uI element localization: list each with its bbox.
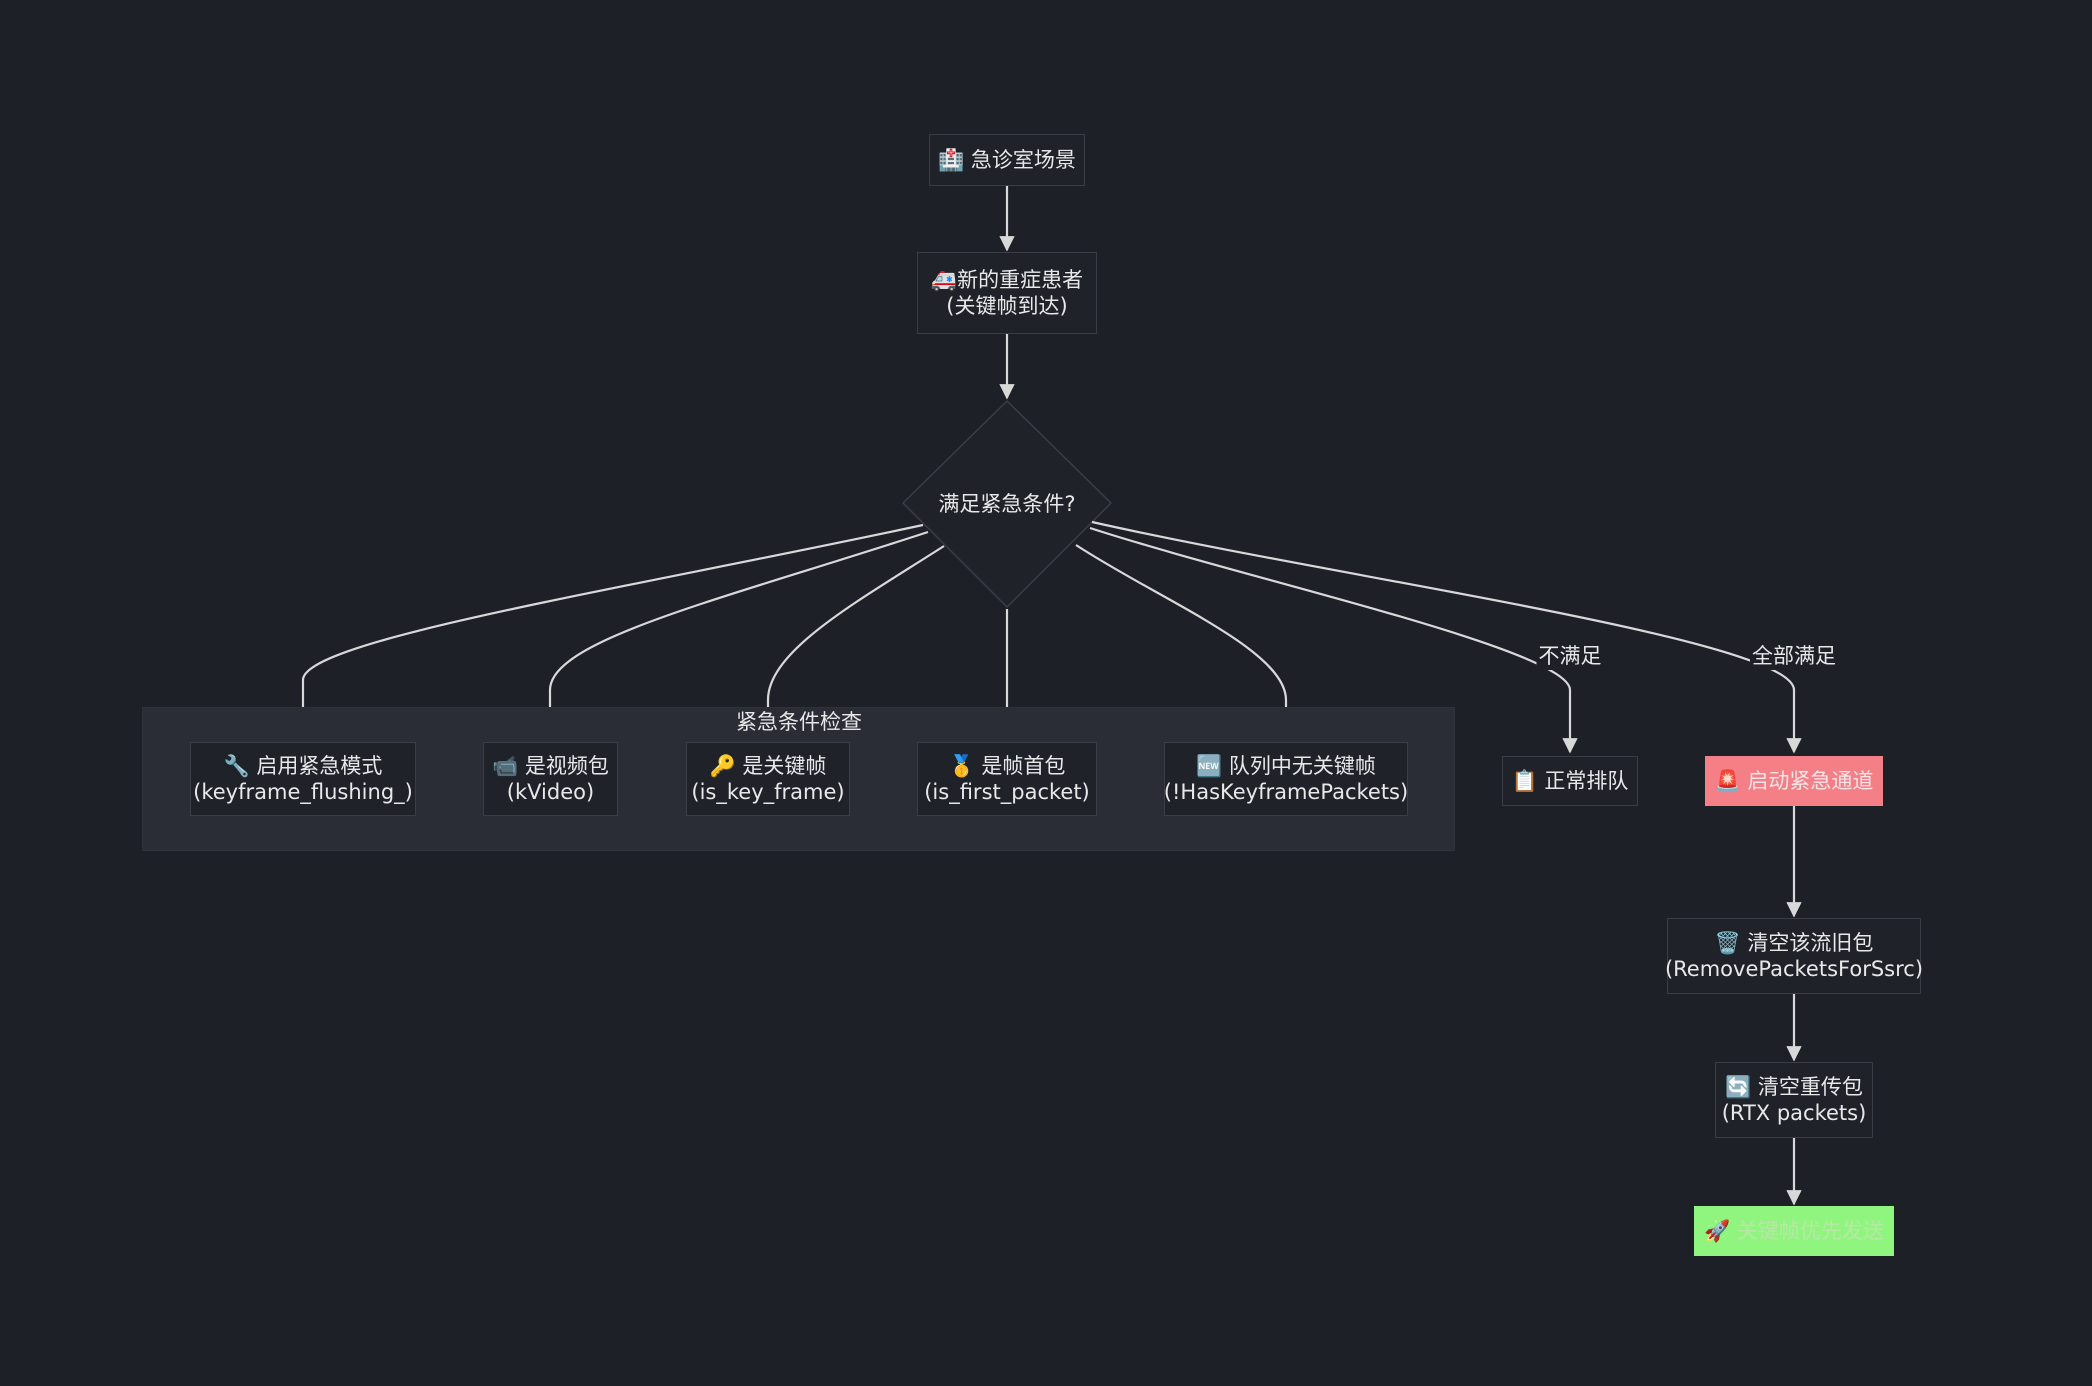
clipboard-icon: 📋 bbox=[1511, 769, 1538, 793]
edge-label-not-met: 不满足 bbox=[1536, 640, 1604, 670]
node-label: 是帧首包 bbox=[981, 754, 1066, 778]
node-normal-queue[interactable]: 📋 正常排队 bbox=[1502, 756, 1638, 806]
node-keyframe-priority-send[interactable]: 🚀 关键帧优先发送 bbox=[1694, 1206, 1894, 1256]
decision-diamond bbox=[901, 399, 1113, 609]
node-sublabel: (RTX packets) bbox=[1721, 1101, 1867, 1125]
decision-label[interactable]: 满足紧急条件? bbox=[938, 492, 1076, 516]
node-label: 启用紧急模式 bbox=[256, 754, 383, 778]
node-sublabel: (is_first_packet) bbox=[924, 780, 1090, 804]
node-label: 启动紧急通道 bbox=[1747, 769, 1874, 793]
node-label: 新的重症患者 bbox=[957, 268, 1084, 292]
node-label: 急诊室场景 bbox=[970, 148, 1076, 172]
siren-icon: 🚨 bbox=[1714, 769, 1741, 793]
medal-icon: 🥇 bbox=[948, 754, 975, 778]
edge-decision-to-key bbox=[760, 545, 945, 740]
wrench-icon: 🔧 bbox=[223, 754, 250, 778]
node-cond-keyframe[interactable]: 🔑 是关键帧 (is_key_frame) bbox=[686, 742, 850, 816]
edge-decision-to-nokey bbox=[1075, 544, 1294, 740]
node-sublabel: (RemovePacketsForSsrc) bbox=[1664, 957, 1924, 981]
node-sublabel: (kVideo) bbox=[506, 780, 595, 804]
group-title: 紧急条件检查 bbox=[736, 710, 862, 734]
node-sublabel: (!HasKeyframePackets) bbox=[1163, 780, 1409, 804]
node-cond-flush[interactable]: 🔧 启用紧急模式 (keyframe_flushing_) bbox=[190, 742, 416, 816]
edge-decision-to-normal bbox=[1089, 526, 1578, 754]
hospital-icon: 🏥 bbox=[938, 148, 965, 172]
node-label: 关键帧优先发送 bbox=[1736, 1219, 1884, 1243]
node-sublabel: (关键帧到达) bbox=[946, 294, 1068, 318]
ambulance-icon: 🚑 bbox=[930, 268, 958, 292]
node-label: 正常排队 bbox=[1544, 769, 1629, 793]
node-clear-rtx[interactable]: 🔄 清空重传包 (RTX packets) bbox=[1715, 1062, 1873, 1138]
rocket-icon: 🚀 bbox=[1704, 1219, 1731, 1243]
node-er-scenario[interactable]: 🏥 急诊室场景 bbox=[929, 134, 1085, 186]
node-label: 清空该流旧包 bbox=[1747, 931, 1874, 955]
node-cond-no-keyframe[interactable]: 🆕 队列中无关键帧 (!HasKeyframePackets) bbox=[1164, 742, 1408, 816]
trash-icon: 🗑️ bbox=[1714, 931, 1741, 955]
node-label: 是关键帧 bbox=[742, 754, 827, 778]
edge-label-all-met: 全部满足 bbox=[1750, 640, 1838, 670]
node-cond-first-packet[interactable]: 🥇 是帧首包 (is_first_packet) bbox=[917, 742, 1097, 816]
edge-decision-to-emergency bbox=[1091, 520, 1802, 754]
refresh-icon: 🔄 bbox=[1725, 1075, 1752, 1099]
key-icon: 🔑 bbox=[709, 754, 736, 778]
edge-decision-to-video bbox=[542, 530, 929, 740]
node-label: 队列中无关键帧 bbox=[1228, 754, 1376, 778]
node-emergency-channel[interactable]: 🚨 启动紧急通道 bbox=[1705, 756, 1883, 806]
node-new-patient[interactable]: 🚑新的重症患者 (关键帧到达) bbox=[917, 252, 1097, 334]
node-label: 清空重传包 bbox=[1757, 1075, 1863, 1099]
node-sublabel: (is_key_frame) bbox=[691, 780, 845, 804]
edge-decision-to-flush bbox=[295, 523, 924, 740]
node-label: 是视频包 bbox=[524, 754, 609, 778]
node-cond-video[interactable]: 📹 是视频包 (kVideo) bbox=[483, 742, 618, 816]
video-camera-icon: 📹 bbox=[492, 754, 519, 778]
node-sublabel: (keyframe_flushing_) bbox=[193, 780, 413, 804]
new-icon: 🆕 bbox=[1196, 754, 1223, 778]
node-clear-old-packets[interactable]: 🗑️ 清空该流旧包 (RemovePacketsForSsrc) bbox=[1664, 918, 1924, 994]
